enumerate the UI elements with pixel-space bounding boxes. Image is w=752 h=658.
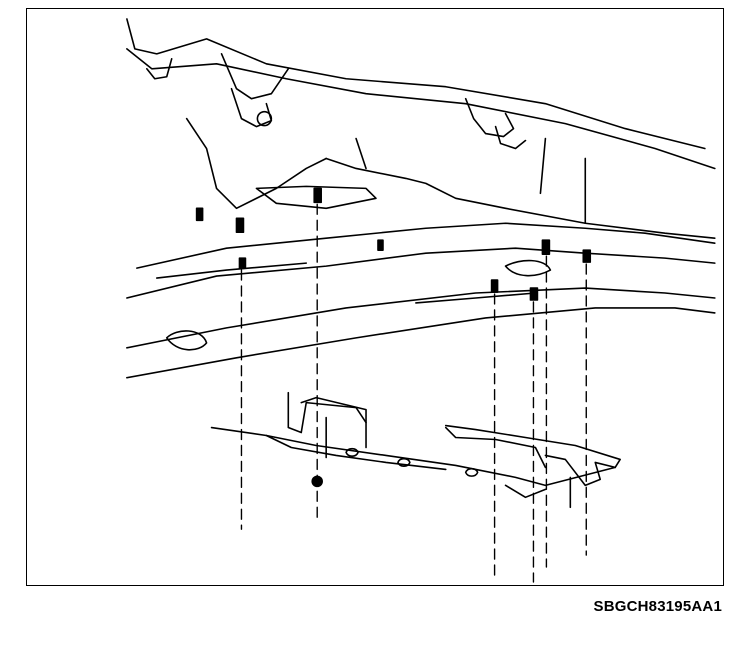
vehicle-body-structure [126,18,716,240]
underbody-illustration [126,18,716,583]
bolt-icon [313,187,322,204]
illustration-frame [26,8,724,586]
skid-plate [210,391,621,509]
bolt-icon [490,279,499,293]
bolt-icon [235,217,245,234]
floor-crossmember [126,222,716,379]
bolt-icon [195,207,204,222]
fasteners [195,187,592,488]
bolt-icon [582,249,592,263]
bolt-icon [238,257,247,269]
bolt-icon [377,239,384,251]
figure-code-label: SBGCH83195AA1 [593,598,722,615]
alignment-lines [240,203,587,583]
bolt-icon [529,287,539,301]
bolt-icon [541,239,551,255]
